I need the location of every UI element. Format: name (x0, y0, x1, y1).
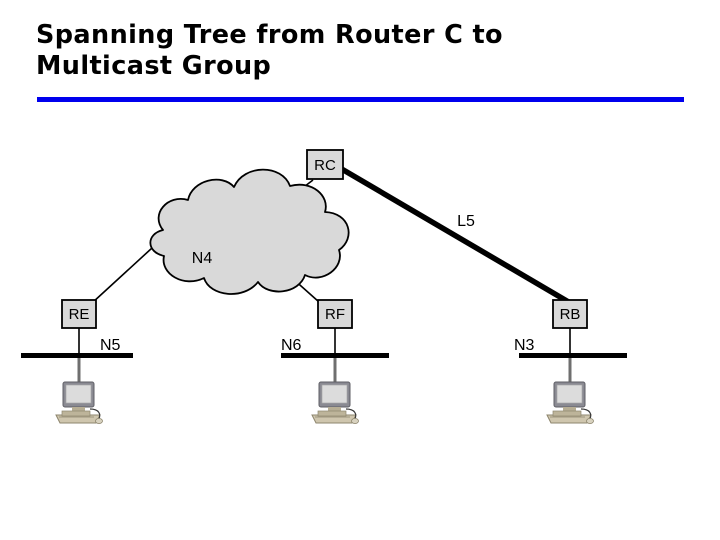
network-label-n3: N3 (514, 337, 535, 354)
title-underline-rule (37, 97, 684, 102)
cloud-label-n4: N4 (192, 250, 213, 267)
network-cloud-n4: N4 (149, 168, 350, 295)
network-segment-n3: N3 (514, 337, 627, 358)
page-title: Spanning Tree from Router C to Multicast… (36, 20, 503, 81)
router-label-rb: RB (560, 306, 581, 323)
router-label-rc: RC (314, 157, 336, 174)
network-topology-diagram: N4 L5 N5 N6 (0, 110, 720, 440)
network-segment-n5: N5 (21, 337, 133, 358)
desktop-computer-icon (311, 381, 359, 425)
network-label-n5: N5 (100, 337, 121, 354)
router-node-rc[interactable]: RC (306, 149, 344, 180)
router-label-re: RE (69, 306, 90, 323)
network-label-n6: N6 (281, 337, 302, 354)
link-label-l5: L5 (457, 213, 475, 230)
router-node-re[interactable]: RE (61, 299, 97, 329)
title-block: Spanning Tree from Router C to Multicast… (36, 20, 686, 82)
router-node-rf[interactable]: RF (317, 299, 353, 329)
link-l5-thick: L5 (338, 165, 574, 307)
desktop-computer-icon (546, 381, 594, 425)
router-node-rb[interactable]: RB (552, 299, 588, 329)
router-label-rf: RF (325, 306, 345, 323)
network-segment-n6: N6 (281, 337, 389, 358)
desktop-computer-icon (55, 381, 103, 425)
link-n4-re (91, 247, 153, 304)
